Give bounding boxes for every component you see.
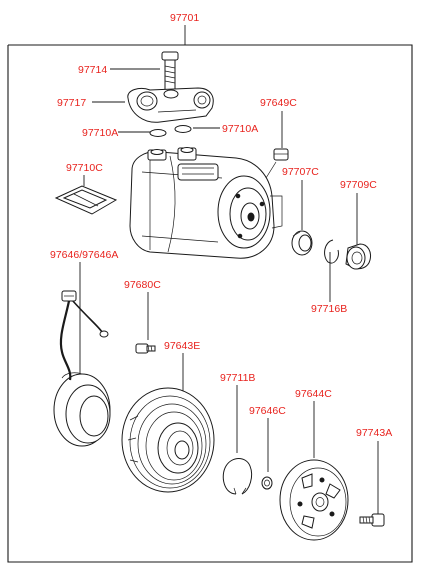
compressor-body-icon <box>129 147 283 259</box>
label-gasket: 97710C <box>66 162 103 174</box>
label-coil-screw: 97680C <box>124 279 161 291</box>
label-hub-bolt: 97743A <box>356 427 392 439</box>
hub-plate-icon <box>279 459 349 541</box>
label-shim: 97646C <box>249 405 286 417</box>
fitting-block-icon <box>127 87 214 123</box>
label-fitting: 97717 <box>57 97 86 109</box>
shaft-seal-icon <box>291 230 313 256</box>
label-plug: 97649C <box>260 97 297 109</box>
assembly-frame <box>7 25 413 563</box>
label-oring-left: 97710A <box>82 127 118 139</box>
gasket-icon <box>54 185 118 215</box>
label-assembly: 97701 <box>170 12 199 24</box>
pulley-icon <box>121 387 215 493</box>
seal-ring-icon <box>345 243 371 270</box>
oring-icon <box>149 125 192 137</box>
plug-icon <box>273 148 289 161</box>
snap-ring-icon <box>324 239 339 264</box>
label-hub: 97644C <box>295 388 332 400</box>
bolt-icon <box>161 51 179 91</box>
screw-icon <box>135 343 156 354</box>
hub-bolt-icon <box>359 513 385 527</box>
shim-icon <box>261 476 273 490</box>
label-pulley-snap-ring: 97711B <box>220 372 255 384</box>
label-pulley: 97643E <box>164 340 200 352</box>
pulley-snap-ring-icon <box>222 458 253 495</box>
label-seal-ring: 97709C <box>340 179 377 191</box>
coil-assembly-icon <box>53 290 111 447</box>
label-oring-right: 97710A <box>222 123 258 135</box>
label-bolt-top: 97714 <box>78 64 107 76</box>
label-coil-assembly: 97646/97646A <box>50 249 118 261</box>
label-seal-assembly: 97707C <box>282 166 319 178</box>
label-snap-ring: 97716B <box>311 303 347 315</box>
